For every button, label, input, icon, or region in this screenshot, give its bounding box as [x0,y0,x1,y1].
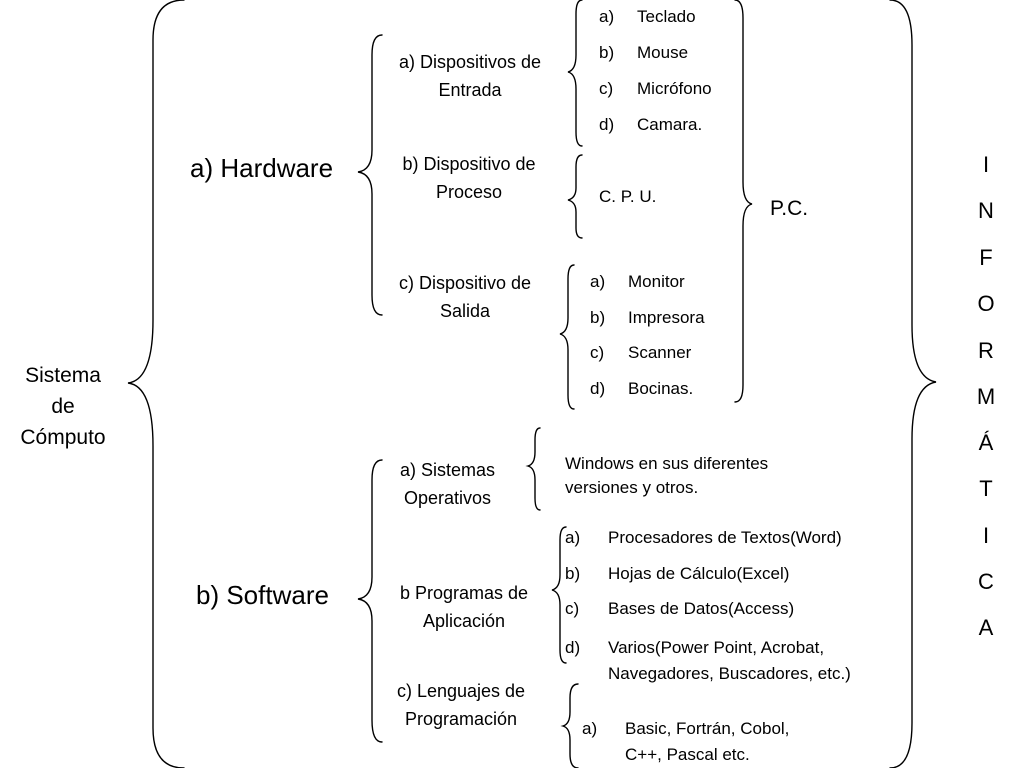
brace-software [357,459,383,743]
brace-informatica [889,0,937,768]
entrada-line-2: Entrada [438,80,502,100]
informatica-letter: C [978,569,994,594]
brace-pc [734,0,753,403]
salida-line-1: c) Dispositivo de [398,273,532,293]
salida-item: b)Impresora [590,308,705,327]
salida-item: d)Bocinas. [590,379,694,398]
salida-item: a)Monitor [590,272,685,291]
brace-sistemas [525,427,541,511]
proceso-line-2: Proceso [435,182,503,202]
sistemas-text: Windows en sus diferentes versiones y ot… [565,452,768,500]
aplicacion-line-2: Aplicación [422,611,506,631]
brace-entrada [567,0,583,147]
proceso-item: C. P. U. [599,187,657,206]
aplicacion-label: b Programas de Aplicación [378,579,550,635]
informatica-letter: R [978,338,994,363]
entrada-item: c)Micrófono [599,79,712,98]
aplicacion-line-1: b Programas de [399,583,529,603]
entrada-item: a)Teclado [599,7,696,26]
brace-aplicacion [551,526,567,664]
lenguajes-item: a)Basic, Fortrán, Cobol, C++, Pascal etc… [582,719,790,764]
pc-label: P.C. [770,197,809,220]
brace-lenguajes [560,683,579,768]
sistemas-line-2: Operativos [403,488,492,508]
entrada-item: b)Mouse [599,43,689,62]
brace-sistema [127,0,185,768]
entrada-label: a) Dispositivos de Entrada [375,48,565,104]
proceso-label: b) Dispositivo de Proceso [378,150,560,206]
entrada-line-1: a) Dispositivos de [398,52,542,72]
sistemas-line-1: a) Sistemas [399,460,496,480]
root-line-2: de [51,395,75,418]
lenguajes-line-2: Programación [404,709,518,729]
informatica-letter: Á [978,430,994,455]
aplicacion-item: d)Varios(Power Point, Acrobat, Navegador… [565,638,851,683]
root-line-3: Cómputo [20,426,106,449]
informatica-letter: F [979,245,993,270]
brace-salida [559,264,575,410]
informatica-letter: T [979,476,993,501]
informatica-letter: A [978,615,994,640]
aplicacion-item: c)Bases de Datos(Access) [565,599,795,618]
entrada-item: d)Camara. [599,115,703,134]
salida-label: c) Dispositivo de Salida [375,269,555,325]
hardware-label: a) Hardware [190,153,334,183]
proceso-line-1: b) Dispositivo de [402,154,536,174]
salida-line-2: Salida [439,301,491,321]
aplicacion-item: a)Procesadores de Textos(Word) [565,528,842,547]
lenguajes-label: c) Lenguajes de Programación [375,677,547,733]
informatica-letter: I [982,152,990,177]
sistemas-text-line-2: versiones y otros. [565,478,699,497]
root-line-1: Sistema [25,364,101,387]
sistemas-label: a) Sistemas Operativos [380,456,515,512]
brace-hardware [357,34,383,316]
salida-item: c)Scanner [590,343,692,362]
lenguajes-line-1: c) Lenguajes de [396,681,526,701]
aplicacion-item: b)Hojas de Cálculo(Excel) [565,564,790,583]
informatica-letter: O [977,291,995,316]
sistemas-text-line-1: Windows en sus diferentes [565,454,769,473]
root-label: Sistema de Cómputo [4,360,122,453]
informatica-letter: I [982,523,990,548]
brace-proceso [567,154,583,239]
informatica-letter: N [978,198,994,223]
software-label: b) Software [196,580,329,610]
informatica-letter: M [976,384,996,409]
